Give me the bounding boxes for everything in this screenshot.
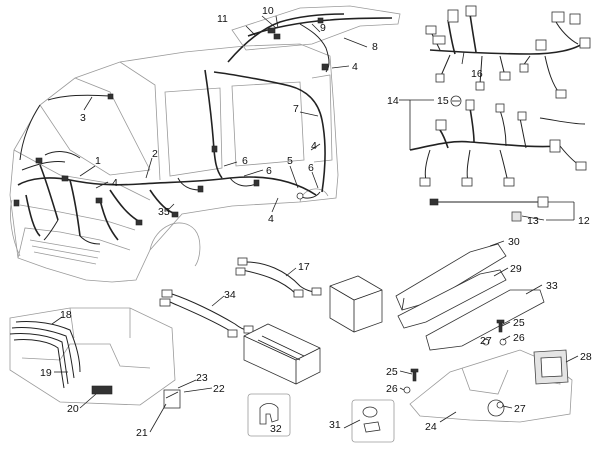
callout-22: 22 (213, 383, 225, 395)
callout-6a: 6 (242, 155, 248, 167)
dashboard-harness (425, 5, 591, 99)
control-unit-box (329, 275, 383, 333)
cable-assembly-17 (235, 257, 322, 298)
callout-17: 17 (298, 261, 310, 273)
callout-19: 19 (40, 367, 52, 379)
callout-29: 29 (510, 263, 522, 275)
callout-30: 30 (508, 236, 520, 248)
callout-4d: 4 (268, 213, 274, 225)
callout-32: 32 (270, 423, 282, 435)
callout-2: 2 (152, 148, 158, 160)
callout-6c: 6 (308, 162, 314, 174)
bracket-tray-30 (395, 243, 507, 311)
gasket-28 (533, 349, 569, 385)
callout-labels: 1 2 3 4 4 4 4 5 6 6 6 7 8 9 10 11 12 13 … (40, 5, 592, 439)
battery-cable (429, 196, 549, 222)
callout-23: 23 (196, 372, 208, 384)
callout-11: 11 (217, 13, 228, 25)
callout-13: 13 (527, 215, 539, 227)
grommet-32 (247, 393, 291, 437)
bracket-tray-33 (425, 289, 545, 351)
callout-3: 3 (80, 112, 86, 124)
callout-24: 24 (425, 421, 437, 433)
callout-25b: 25 (386, 366, 398, 378)
callout-7: 7 (293, 103, 299, 115)
leader-lines (51, 15, 579, 433)
callout-6b: 6 (266, 165, 272, 177)
cable-assembly-34 (159, 289, 254, 338)
callout-5: 5 (287, 155, 293, 167)
callout-4b: 4 (352, 61, 358, 73)
harness-connectors (13, 93, 304, 226)
callout-20: 20 (67, 403, 79, 415)
callout-27a: 27 (480, 335, 492, 347)
callout-26b: 26 (386, 383, 398, 395)
callout-9: 9 (320, 22, 326, 34)
callout-15: 15 (437, 95, 449, 107)
callout-27b: 27 (514, 403, 526, 415)
callout-18: 18 (60, 309, 72, 321)
fuse-box (243, 323, 321, 385)
callout-28: 28 (580, 351, 592, 363)
callout-4a: 4 (112, 177, 118, 189)
callout-14: 14 (387, 95, 399, 107)
callout-21: 21 (136, 427, 148, 439)
floor-pan-left (9, 307, 181, 409)
callout-33: 33 (546, 280, 558, 292)
callout-1: 1 (95, 155, 101, 167)
callout-34: 34 (224, 289, 236, 301)
callout-25a: 25 (513, 317, 525, 329)
grommet-31 (351, 399, 395, 443)
callout-35: 35 (158, 206, 170, 218)
bracket-tray-29 (397, 269, 507, 329)
callout-12: 12 (578, 215, 590, 227)
callout-10: 10 (262, 5, 274, 17)
callout-31: 31 (329, 419, 341, 431)
rear-hatch-harness (231, 5, 401, 73)
callout-26a: 26 (513, 332, 525, 344)
engine-harness (409, 95, 587, 187)
callout-16: 16 (471, 68, 483, 80)
callout-8: 8 (372, 41, 378, 53)
callout-4c: 4 (311, 140, 317, 152)
main-harness-wiring (17, 13, 345, 245)
